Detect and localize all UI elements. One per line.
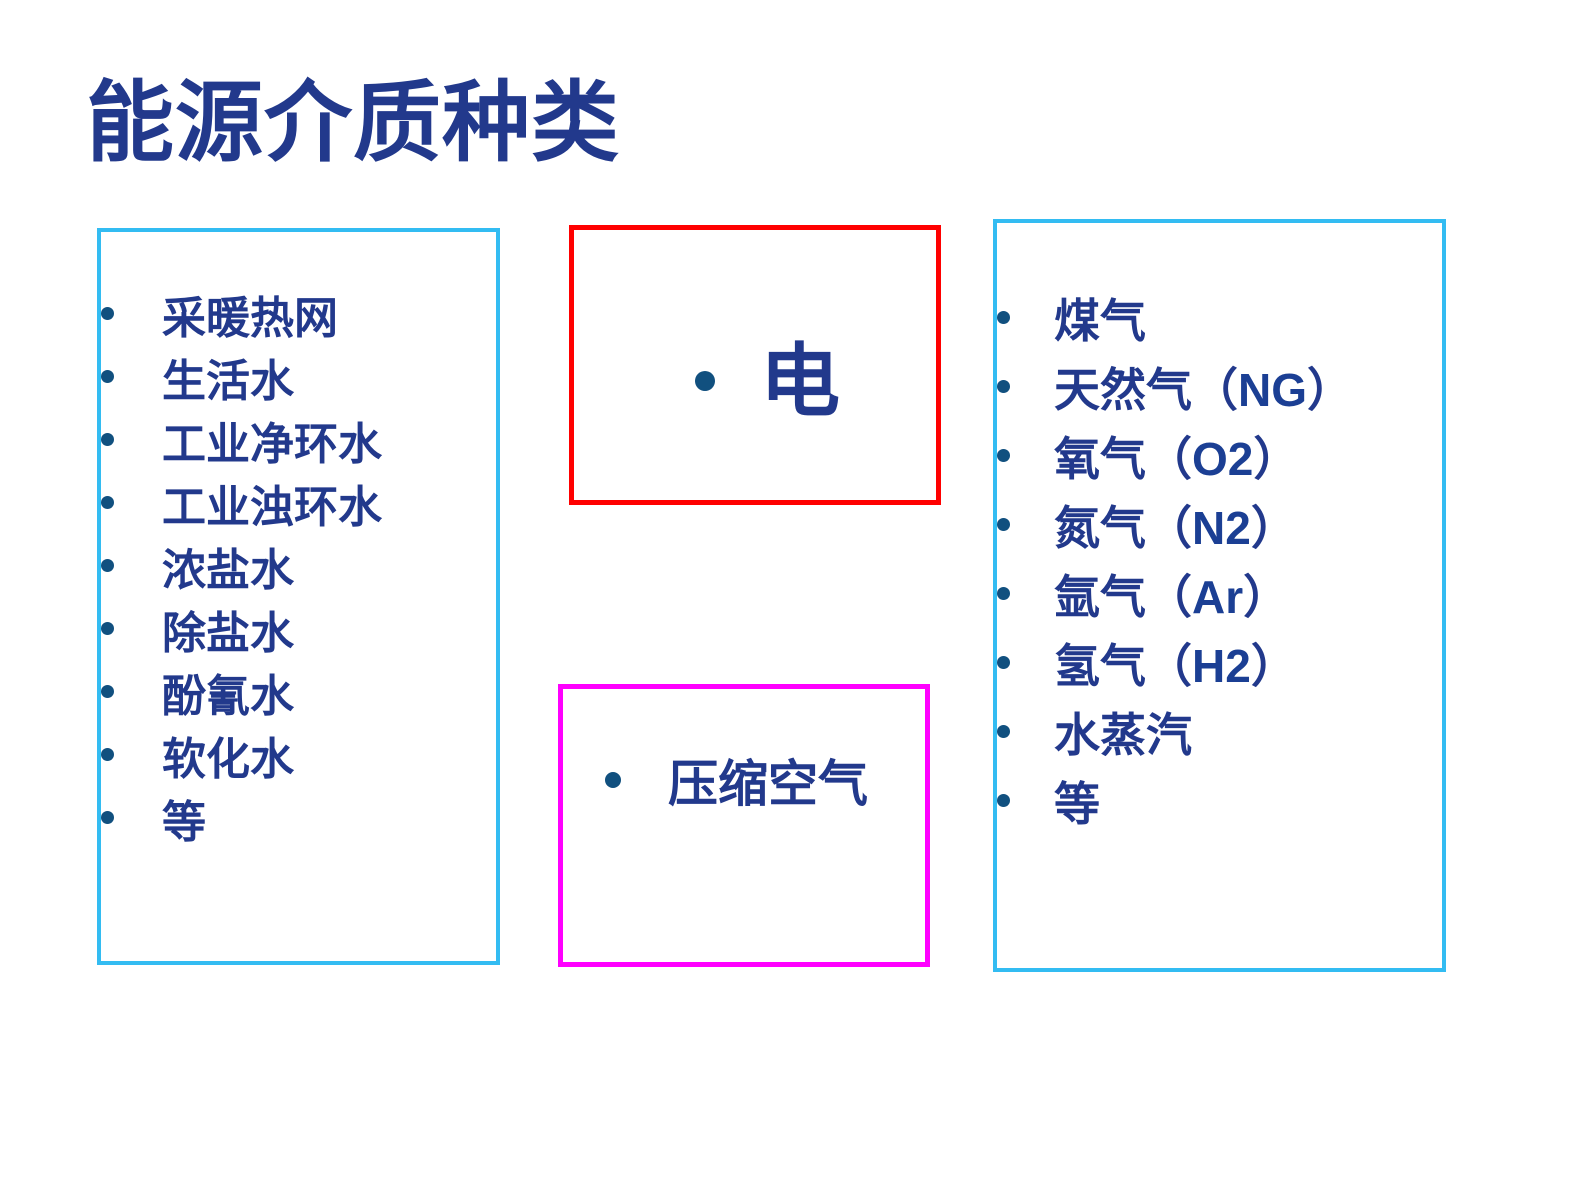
- list-item-label: 酚氰水: [162, 670, 294, 722]
- water-media-list: 采暖热网 生活水 工业净环水 工业浊环水: [101, 232, 496, 849]
- bullet-icon: [101, 307, 114, 320]
- bullet-icon: [997, 380, 1010, 393]
- gas-formula: NG: [1238, 363, 1307, 416]
- list-item-label: 煤气: [1054, 293, 1146, 348]
- list-item-label: 浓盐水: [162, 544, 294, 596]
- electricity-box: 电: [569, 225, 941, 505]
- compressed-air-label: 压缩空气: [668, 753, 868, 813]
- bullet-icon: [101, 811, 114, 824]
- list-item: 氧气（O2）: [997, 421, 1442, 490]
- list-item-label: 采暖热网: [162, 292, 338, 344]
- list-item: 采暖热网: [101, 282, 496, 345]
- bullet-icon: [605, 771, 621, 788]
- gas-formula: Ar: [1192, 570, 1244, 623]
- list-item: 软化水: [101, 723, 496, 786]
- bullet-icon: [997, 725, 1010, 738]
- page-title: 能源介质种类: [86, 70, 621, 174]
- list-item: 等: [101, 786, 496, 849]
- bullet-icon: [101, 622, 114, 635]
- list-item-label: 生活水: [162, 355, 294, 407]
- compressed-air-row: 压缩空气: [563, 643, 925, 916]
- list-item-label: 等: [1054, 776, 1100, 831]
- list-item-label: 水蒸汽: [1054, 707, 1192, 762]
- list-item: 氩气（Ar）: [997, 559, 1442, 628]
- list-item-label: 工业净环水: [162, 418, 382, 470]
- list-item-label: 除盐水: [162, 607, 294, 659]
- list-item: 浓盐水: [101, 534, 496, 597]
- gas-media-box: 煤气 天然气（NG） 氧气（O2） 氮气（N2）: [993, 219, 1446, 972]
- list-item-label: 氧气（O2）: [1054, 431, 1300, 486]
- water-media-box: 采暖热网 生活水 工业净环水 工业浊环水: [97, 228, 500, 965]
- list-item: 天然气（NG）: [997, 352, 1442, 421]
- list-item-label: 氢气（H2）: [1054, 638, 1297, 693]
- gas-media-list: 煤气 天然气（NG） 氧气（O2） 氮气（N2）: [997, 223, 1442, 835]
- list-item: 等: [997, 766, 1442, 835]
- bullet-icon: [101, 496, 114, 509]
- electricity-row: 电: [574, 246, 936, 516]
- bullet-icon: [997, 449, 1010, 462]
- list-item: 煤气: [997, 283, 1442, 352]
- list-item: 工业浊环水: [101, 471, 496, 534]
- list-item: 氢气（H2）: [997, 628, 1442, 697]
- bullet-icon: [101, 559, 114, 572]
- bullet-icon: [997, 518, 1010, 531]
- electricity-label: 电: [760, 334, 840, 428]
- list-item-label: 氮气（N2）: [1054, 500, 1297, 555]
- list-item: 生活水: [101, 345, 496, 408]
- list-item-label: 工业浊环水: [162, 481, 382, 533]
- bullet-icon: [101, 433, 114, 446]
- list-item-label: 氩气（Ar）: [1054, 569, 1290, 624]
- list-item-label: 等: [162, 796, 206, 848]
- bullet-icon: [997, 587, 1010, 600]
- list-item-label: 天然气（NG）: [1054, 362, 1353, 417]
- bullet-icon: [101, 370, 114, 383]
- list-item-label: 软化水: [162, 733, 294, 785]
- bullet-icon: [101, 748, 114, 761]
- list-item: 除盐水: [101, 597, 496, 660]
- list-item: 酚氰水: [101, 660, 496, 723]
- list-item: 氮气（N2）: [997, 490, 1442, 559]
- bullet-icon: [997, 656, 1010, 669]
- gas-formula: H2: [1192, 639, 1251, 692]
- gas-formula: N2: [1192, 501, 1251, 554]
- gas-formula: O2: [1192, 432, 1254, 485]
- list-item: 工业净环水: [101, 408, 496, 471]
- list-item: 水蒸汽: [997, 697, 1442, 766]
- bullet-icon: [101, 685, 114, 698]
- bullet-icon: [695, 371, 715, 391]
- bullet-icon: [997, 794, 1010, 807]
- bullet-icon: [997, 311, 1010, 324]
- compressed-air-box: 压缩空气: [558, 684, 930, 967]
